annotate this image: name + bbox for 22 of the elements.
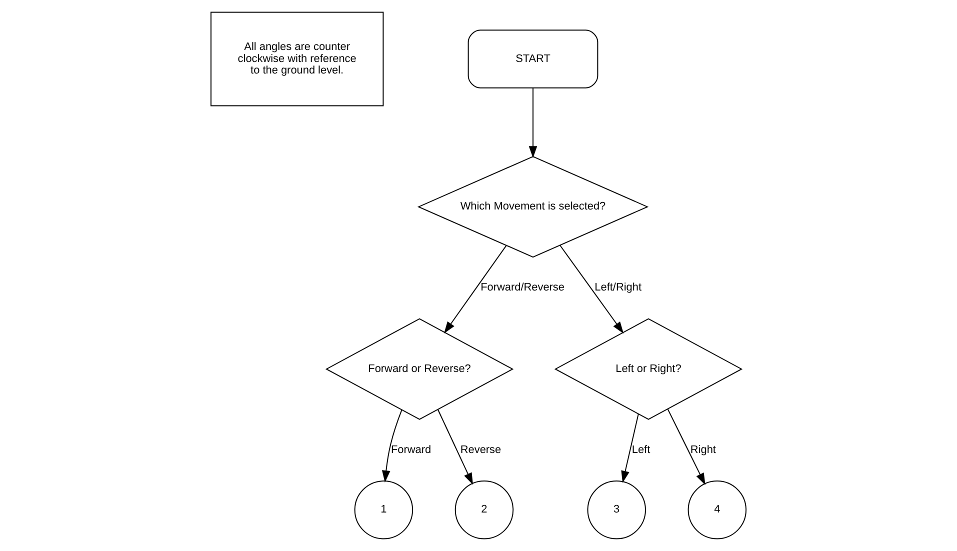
arrow <box>382 409 402 482</box>
node-diamond: Which Movement is selected? <box>417 156 649 258</box>
arrow <box>667 408 706 486</box>
edge-label: Forward <box>391 444 432 456</box>
edge-label: Left <box>632 444 650 456</box>
node-diamond: Forward or Reverse? <box>325 318 514 420</box>
node-box: START <box>468 30 598 88</box>
arrow <box>621 414 639 483</box>
edge-label: Reverse <box>460 444 502 456</box>
node-circle: 3 <box>587 480 646 540</box>
edge-label: Left/Right <box>594 282 642 294</box>
arrow <box>528 88 538 158</box>
edge-label: Forward/Reverse <box>480 282 564 294</box>
node-box: All angles are counter clockwise with reference to the ground level. <box>210 12 384 106</box>
node-circle: 2 <box>454 480 514 540</box>
arrow <box>437 408 473 485</box>
arrow <box>560 244 624 334</box>
node-circle: 1 <box>354 480 414 540</box>
edge-label: Right <box>690 444 716 456</box>
arrow <box>444 245 507 334</box>
node-diamond: Left or Right? <box>554 318 743 420</box>
node-circle: 4 <box>688 480 747 540</box>
